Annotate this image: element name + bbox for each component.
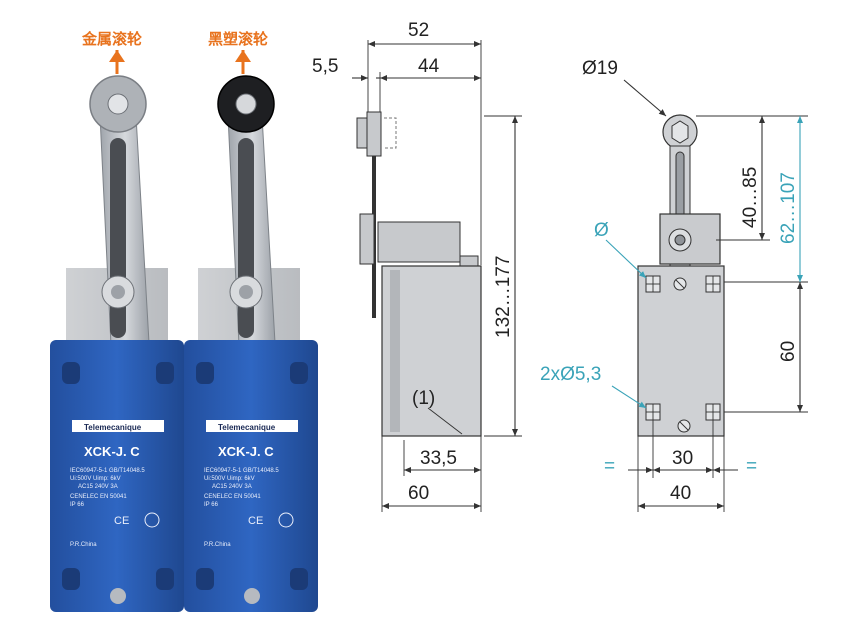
front-view-drawing: Ø19 40…85 62…107 <box>540 58 808 512</box>
arrow-head-icon <box>109 50 125 62</box>
spec-line: AC15 240V 3A <box>212 484 252 490</box>
screw-head <box>239 285 253 299</box>
model-name: XCK-J. C <box>218 444 274 459</box>
dimension-dia-19: Ø19 <box>582 58 618 79</box>
equal-right: = <box>746 456 757 477</box>
model-name: XCK-J. C <box>84 444 140 459</box>
spec-line: IP 66 <box>70 502 85 508</box>
dimension-40: 40 <box>670 483 691 504</box>
ce-mark-icon: CE <box>114 515 129 527</box>
origin-text: P.R.China <box>70 542 97 548</box>
spec-line: CENELEC EN 50041 <box>70 494 127 500</box>
ccc-mark-icon <box>144 512 160 528</box>
dimension-5-5: 5,5 <box>312 56 338 77</box>
switch-photo-metal-roller: 金属滚轮 Telemecanique XCK-J. C IEC60947-5-1… <box>50 30 184 612</box>
equal-left: = <box>604 456 615 477</box>
note-1: (1) <box>412 388 435 409</box>
dimension-62-107: 62…107 <box>778 172 799 244</box>
mount-hole <box>62 362 80 384</box>
side-view-drawing: 52 5,5 44 132…177 (1) 33,5 <box>312 20 522 512</box>
brand-plate <box>72 420 164 432</box>
arrow-head-icon <box>235 50 251 62</box>
dimension-44: 44 <box>418 56 440 77</box>
spec-line: IEC60947-5-1 GB/T14048.5 <box>70 468 145 474</box>
spec-line: Ui:500V Uimp: 6kV <box>70 476 121 482</box>
ccc-mark-icon <box>278 512 294 528</box>
dimension-60-front: 60 <box>778 341 799 362</box>
spec-line: IEC60947-5-1 GB/T14048.5 <box>204 468 279 474</box>
dimension-52: 52 <box>408 20 429 41</box>
switch-body <box>184 340 318 612</box>
mount-hole <box>290 362 308 384</box>
spec-line: CENELEC EN 50041 <box>204 494 261 500</box>
screw-head <box>111 285 125 299</box>
dimension-40-85: 40…85 <box>740 167 761 228</box>
brand-name: Telemecanique <box>84 423 142 432</box>
mount-hole <box>196 568 214 590</box>
spec-line: IP 66 <box>204 502 219 508</box>
cover-screw <box>244 588 260 604</box>
plastic-roller-label: 黑塑滚轮 <box>208 30 268 48</box>
dimension-33-5: 33,5 <box>420 448 457 469</box>
dimension-60-side: 60 <box>408 483 429 504</box>
metal-roller-label: 金属滚轮 <box>81 30 142 48</box>
dimension-132-177: 132…177 <box>493 256 514 338</box>
roller-axle <box>235 93 257 115</box>
spec-line: AC15 240V 3A <box>78 484 118 490</box>
ce-mark-icon: CE <box>248 515 263 527</box>
dimension-30: 30 <box>672 448 693 469</box>
mount-hole <box>62 568 80 590</box>
mount-hole <box>156 568 174 590</box>
switch-photo-plastic-roller: 黑塑滚轮 Telemecanique XCK-J. C IEC60947-5-1… <box>184 30 318 612</box>
mount-hole <box>290 568 308 590</box>
spec-line: Ui:500V Uimp: 6kV <box>204 476 255 482</box>
mount-hole <box>156 362 174 384</box>
switch-body <box>50 340 184 612</box>
brand-name: Telemecanique <box>218 423 276 432</box>
origin-text: P.R.China <box>204 542 231 548</box>
cover-screw <box>110 588 126 604</box>
brand-plate <box>206 420 298 432</box>
dimension-dia: Ø <box>594 220 609 241</box>
roller-axle <box>107 93 129 115</box>
mount-hole <box>196 362 214 384</box>
dimension-holes: 2xØ5,3 <box>540 364 601 385</box>
